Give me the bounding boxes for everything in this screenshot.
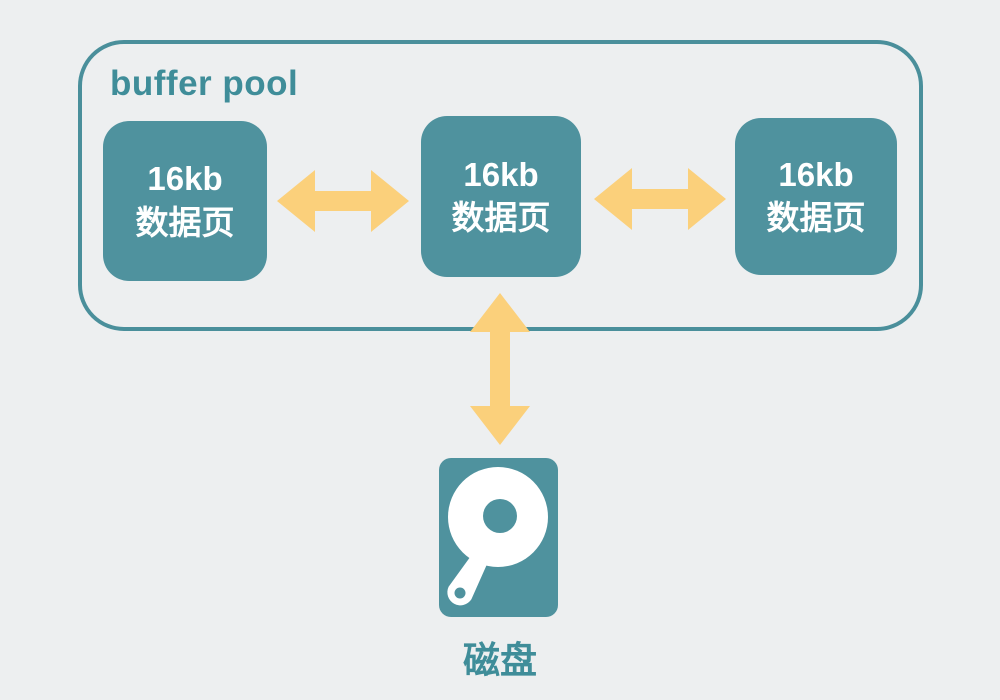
page-name-label: 数据页: [451, 199, 551, 236]
bidirectional-arrow-icon: [594, 168, 726, 235]
page-size-label: 16kb: [778, 155, 854, 193]
data-page-box-1: 16kb 数据页: [103, 121, 267, 281]
bidirectional-arrow-icon: [277, 170, 409, 237]
buffer-pool-title: buffer pool: [110, 64, 299, 103]
data-page-box-3: 16kb 数据页: [735, 118, 897, 275]
page-size-label: 16kb: [147, 160, 223, 198]
page-size-label: 16kb: [463, 155, 539, 193]
page-name-label: 数据页: [135, 203, 235, 241]
data-page-box-2: 16kb 数据页: [421, 116, 581, 277]
disk-label: 磁盘: [463, 640, 537, 681]
buffer-pool-container: buffer pool 16kb 数据页 16kb 数据页 16kb 数据页: [78, 40, 923, 331]
bidirectional-arrow-vertical-icon: [470, 293, 530, 450]
page-name-label: 数据页: [766, 199, 866, 236]
hard-disk-icon: [439, 458, 558, 622]
